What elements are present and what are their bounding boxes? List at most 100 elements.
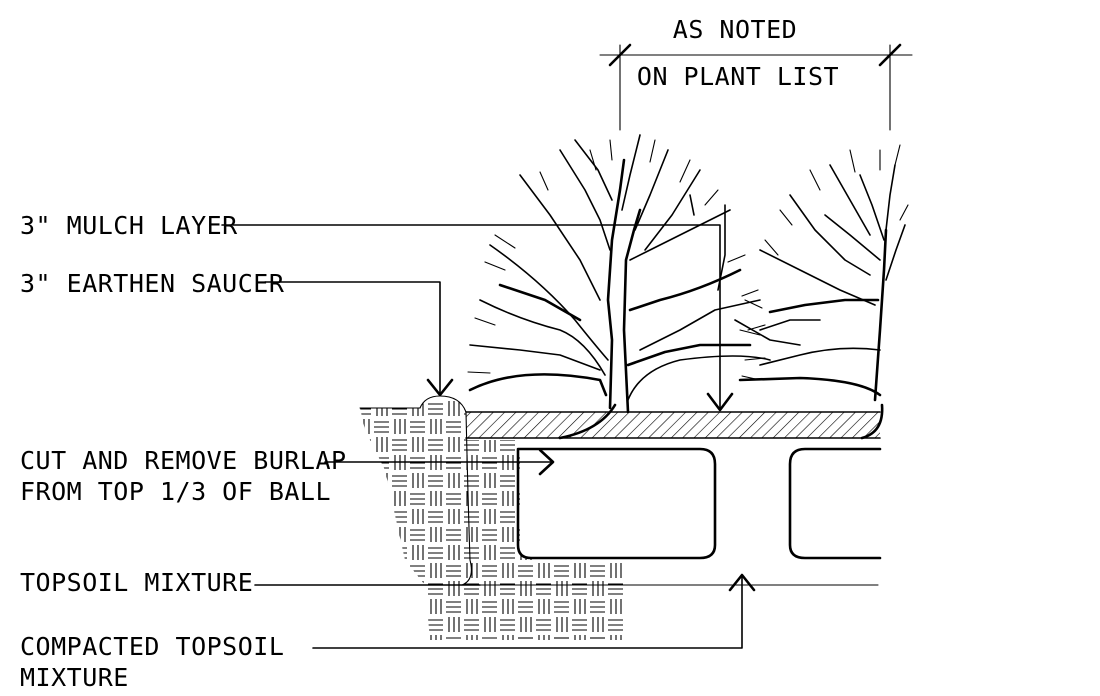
shrub-left-twigs	[467, 139, 766, 381]
soil-texture-block	[500, 547, 515, 559]
soil-texture-block	[448, 473, 460, 488]
soil-texture-block	[610, 599, 622, 614]
soil-texture-block	[484, 473, 496, 488]
soil-texture-block	[536, 619, 551, 631]
soil-texture-block	[554, 493, 569, 505]
soil-texture-block	[374, 637, 389, 639]
soil-texture-block	[538, 599, 550, 614]
mulch-layer	[465, 411, 881, 439]
shrub-right-branch	[738, 376, 882, 397]
shrub-right-branch	[768, 298, 880, 314]
soil-texture-block	[608, 475, 623, 487]
soil-texture-block	[520, 509, 532, 524]
shrub-left-branch	[627, 355, 771, 401]
soil-texture-block	[572, 475, 587, 487]
soil-texture-block	[554, 457, 569, 469]
soil-texture-block	[376, 473, 388, 488]
shrub-right-branch	[789, 194, 871, 276]
callout-burlap: CUT AND REMOVE BURLAP FROM TOP 1/3 OF BA…	[20, 446, 555, 506]
soil-texture-block	[592, 617, 604, 632]
soil-texture-block	[464, 511, 479, 523]
soil-texture-block	[590, 637, 605, 639]
soil-texture-block	[412, 581, 424, 596]
soil-texture-block	[376, 617, 388, 632]
shrub-left-branch	[574, 139, 613, 201]
shrub-right-branch	[885, 224, 906, 281]
topsoil-label: TOPSOIL MIXTURE	[20, 568, 253, 597]
shrub-right-twigs	[739, 144, 909, 361]
soil-texture-block	[502, 491, 514, 506]
soil-texture-block	[520, 617, 532, 632]
soil-texture-block	[502, 563, 514, 578]
shrub-left-stem-2	[622, 208, 642, 414]
soil-texture-block	[500, 439, 515, 451]
soil-texture-block	[590, 493, 605, 505]
soil-texture-block	[592, 509, 604, 524]
soil-texture-block	[626, 530, 641, 540]
saucer-arrow	[426, 378, 454, 397]
soil-texture-block	[376, 509, 388, 524]
soil-texture-block	[466, 599, 478, 614]
soil-texture-block	[448, 545, 460, 560]
soil-texture-block	[410, 421, 425, 433]
soil-texture-block	[412, 545, 424, 560]
soil-texture-block	[394, 563, 406, 578]
soil-texture-block	[608, 547, 623, 559]
soil-texture-block	[466, 527, 478, 542]
soil-texture-block	[376, 581, 388, 596]
soil-texture-block	[363, 599, 370, 614]
soil-texture-block	[554, 529, 569, 541]
soil-texture-block	[538, 527, 550, 542]
soil-texture-block	[554, 565, 569, 577]
soil-texture-block	[464, 547, 479, 559]
soil-texture-block	[554, 637, 569, 639]
soil-texture-block	[428, 547, 443, 559]
shrub-left-branch	[498, 283, 582, 322]
dimension-label-line2: ON PLANT LIST	[637, 62, 839, 91]
shrub-right-branch	[829, 164, 871, 236]
shrub-left	[467, 134, 771, 414]
shrub-left-stem	[606, 158, 626, 410]
soil-texture-block	[608, 619, 623, 631]
soil-texture-block	[590, 529, 605, 541]
soil-texture-block	[592, 473, 604, 488]
callout-topsoil: TOPSOIL MIXTURE	[20, 568, 481, 597]
soil-texture-block	[410, 457, 425, 469]
soil-texture-block	[538, 491, 550, 506]
soil-texture-block	[374, 601, 389, 613]
dimension-tick-left	[608, 43, 632, 67]
shrub-left-branch	[628, 268, 742, 312]
soil-texture-block	[556, 581, 568, 596]
soil-texture-block	[446, 565, 461, 577]
soil-texture-block	[464, 619, 479, 631]
soil-texture-block	[360, 403, 371, 415]
mulch-leader	[221, 224, 721, 411]
shrub-left-branch	[626, 343, 752, 367]
soil-texture-block	[538, 563, 550, 578]
soil-texture-block	[518, 457, 533, 469]
soil-texture-block	[392, 547, 407, 559]
soil-texture-block	[502, 635, 514, 640]
soil-texture-block	[360, 511, 371, 523]
soil-texture-block	[394, 527, 406, 542]
soil-texture-block	[410, 601, 425, 613]
shrub-left-branch	[519, 174, 601, 301]
soil-texture-block	[428, 403, 443, 415]
soil-texture-block	[574, 455, 586, 470]
soil-texture-block	[556, 509, 568, 524]
dimension: AS NOTED ON PLANT LIST	[599, 15, 913, 131]
soil-texture-block	[374, 493, 389, 505]
burlap-arrow	[538, 448, 555, 476]
callout-saucer: 3" EARTHEN SAUCER	[20, 269, 454, 397]
shrub-right-branch	[885, 164, 896, 231]
soil-texture-block	[500, 475, 515, 487]
soil-texture-block	[574, 527, 586, 542]
soil-texture-block	[482, 565, 497, 577]
soil-texture-block	[363, 527, 370, 542]
compacted-label-line1: COMPACTED TOPSOIL	[20, 632, 284, 661]
soil-texture-block	[518, 565, 533, 577]
soil-texture-block	[428, 511, 443, 523]
shrub-left-branch	[479, 299, 606, 376]
soil-texture-block	[428, 619, 443, 631]
soil-texture-block	[574, 491, 586, 506]
